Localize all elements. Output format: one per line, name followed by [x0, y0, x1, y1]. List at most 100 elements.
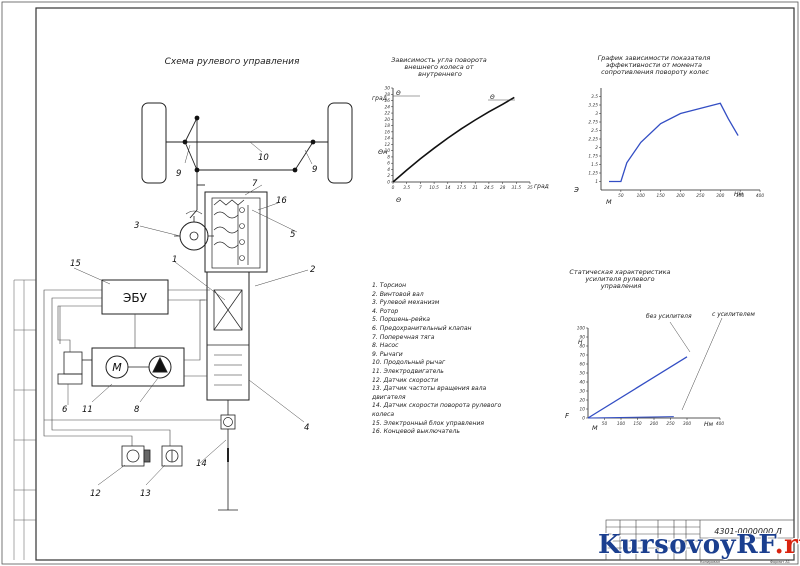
chart-angle-axis-x: Θ — [396, 196, 401, 204]
title-block-copy: Копировал — [700, 560, 720, 564]
x-tick-label: 100 — [617, 421, 625, 427]
y-tick-label: 22 — [385, 111, 391, 117]
callout-10: 10 — [258, 153, 269, 163]
title-block — [605, 519, 795, 561]
chart-angle-xlabel: град — [534, 183, 549, 190]
joints — [182, 115, 316, 173]
x-tick-label: 200 — [650, 421, 658, 427]
chart-angle-axis-y: Θн — [378, 148, 387, 156]
callout-1: 1 — [172, 255, 177, 265]
legend-item: 11. Электродвигатель — [372, 367, 444, 375]
inner-frame — [35, 7, 795, 561]
callout-16: 16 — [276, 196, 287, 206]
scheme-title: Схема рулевого управления — [165, 57, 300, 67]
y-tick-label: 2.75 — [588, 120, 598, 126]
chart-amplifier-fy: F — [565, 412, 570, 420]
y-tick-label: 4 — [387, 167, 390, 173]
legend-item: 6. Предохранительный клапан — [372, 324, 472, 332]
x-tick-label: 350 — [736, 193, 744, 199]
x-tick-label: 250 — [666, 421, 674, 427]
y-tick-label: 2.5 — [591, 128, 598, 134]
wiring — [43, 289, 221, 446]
title-block-code: 4301-0000000 Л — [714, 527, 781, 536]
x-tick-label: 35 — [527, 185, 533, 191]
legend-item: 5. Поршень-рейка — [372, 316, 431, 324]
y-tick-label: 80 — [580, 344, 586, 350]
steering-speed-sensor — [218, 414, 238, 511]
callout-9-left: 9 — [176, 169, 181, 179]
left-wheel — [141, 102, 167, 184]
rotor-column — [206, 271, 250, 415]
chart-efficiency-title: График зависимости показателя эффективно… — [598, 54, 713, 76]
y-tick-label: 24 — [385, 104, 391, 110]
legend-item: 16. Концевой выключатель — [372, 428, 461, 436]
legend-item: 12. Датчик скорости — [372, 376, 439, 384]
chart-amplifier: Статическая характеристика усилителя рул… — [565, 268, 755, 432]
steering-gear-wheel — [174, 210, 214, 251]
y-tick-label: 28 — [385, 92, 391, 98]
y-tick-label: 3 — [595, 111, 598, 117]
y-tick-label: 40 — [580, 380, 586, 386]
callout-9-right: 9 — [312, 165, 317, 175]
chart-amplifier-unit: Нм — [704, 421, 714, 428]
x-tick-label: 150 — [633, 421, 641, 427]
y-tick-label: 8 — [387, 154, 390, 160]
x-tick-label: 17.5 — [457, 185, 467, 191]
x-tick-label: 300 — [683, 421, 691, 427]
chart-efficiency-xlabel: М — [606, 198, 612, 206]
ecu-label: ЭБУ — [123, 291, 148, 305]
title-block-format: Формат А1 — [770, 560, 790, 564]
y-tick-label: 6 — [387, 161, 390, 167]
legend-list: 1. Торсион 2. Винтовой вал 3. Рулевой ме… — [372, 282, 512, 437]
chart-amplifier-label-without: без усилителя — [646, 313, 692, 320]
y-tick-label: 12 — [385, 142, 391, 148]
y-tick-label: 1.25 — [588, 171, 598, 177]
watermark-logo: KursovoyRF.ru — [598, 530, 800, 560]
y-tick-label: 3.25 — [588, 103, 598, 109]
pump-motor-assembly — [91, 347, 185, 387]
x-tick-label: 7 — [419, 185, 422, 191]
chart-amplifier-axis-y: Н — [578, 339, 583, 346]
chart-efficiency-unit: Нм — [734, 191, 744, 198]
x-tick-label: 3.5 — [403, 185, 410, 191]
motor-label: M — [112, 361, 122, 374]
x-tick-label: 250 — [696, 193, 704, 199]
y-tick-label: 16 — [385, 129, 391, 135]
callout-8: 8 — [134, 405, 140, 415]
callout-6: 6 — [62, 405, 68, 415]
legend-item: 9. Рычаги — [372, 350, 403, 358]
legend-item: 2. Винтовой вал — [372, 290, 424, 298]
y-tick-label: 100 — [577, 326, 585, 332]
y-tick-label: 20 — [580, 398, 586, 404]
y-tick-label: 14 — [385, 136, 391, 142]
y-tick-label: 90 — [580, 335, 586, 341]
steering-linkage — [166, 117, 328, 219]
callout-5: 5 — [290, 230, 295, 240]
x-tick-label: 21 — [472, 185, 478, 191]
y-tick-label: 1.5 — [591, 162, 598, 168]
x-tick-label: 28 — [500, 185, 506, 191]
y-tick-label: 26 — [385, 98, 391, 104]
ecu-block — [101, 279, 169, 315]
y-tick-label: 2 — [387, 173, 390, 179]
legend-item: 8. Насос — [372, 342, 399, 350]
callout-14: 14 — [196, 459, 207, 469]
x-tick-label: 14 — [445, 185, 451, 191]
callout-numbers: 1 2 3 4 5 6 7 8 9 9 10 11 12 13 14 15 16 — [62, 153, 317, 499]
chart-angle: Зависимость угла поворота внешнего колес… — [372, 56, 549, 204]
x-tick-label: 400 — [716, 421, 724, 427]
y-tick-label: 3.5 — [591, 94, 598, 100]
chart-amplifier-axis-x: М — [592, 424, 598, 432]
legend-item: 3. Рулевой механизм — [372, 299, 440, 307]
x-tick-label: 24.5 — [484, 185, 494, 191]
callout-3: 3 — [134, 221, 139, 231]
y-tick-label: 0 — [582, 416, 585, 422]
legend-item: 13. Датчик частоты вращения вала двигате… — [372, 385, 487, 401]
x-tick-label: 100 — [637, 193, 645, 199]
engine-rpm-sensor-13 — [161, 445, 183, 467]
callout-7: 7 — [252, 179, 258, 189]
callout-leaders — [67, 141, 313, 486]
watermark-suffix: .ru — [774, 530, 800, 560]
chart-efficiency: График зависимости показателя эффективно… — [573, 54, 764, 206]
